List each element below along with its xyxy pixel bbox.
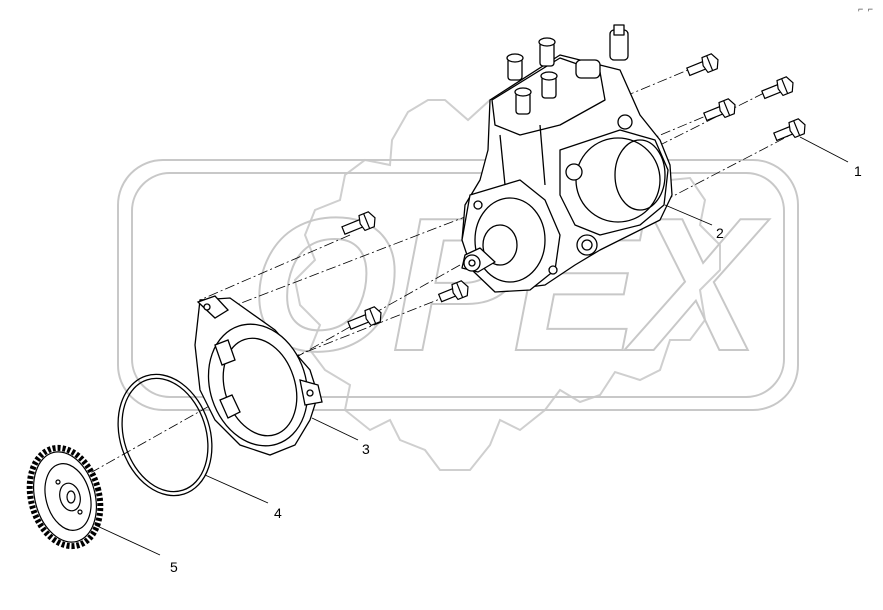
- pump-fittings: [506, 24, 629, 115]
- part-2-pump: [461, 24, 673, 293]
- bolt: [341, 211, 376, 235]
- callout-2: 2: [716, 225, 724, 241]
- callout-5: 5: [170, 559, 178, 575]
- bolt: [347, 306, 382, 330]
- part-1-bolts: [341, 53, 806, 330]
- bolt: [686, 53, 719, 77]
- bolt: [703, 98, 736, 122]
- bolt: [773, 118, 806, 142]
- part-5-gear: [26, 444, 104, 550]
- bolt: [761, 76, 794, 100]
- corner-mark: ⌐ ⌐: [858, 4, 875, 14]
- callout-4: 4: [274, 505, 282, 521]
- callout-3: 3: [362, 441, 370, 457]
- watermark-frame: [117, 159, 799, 411]
- callout-1: 1: [854, 163, 862, 179]
- leader-lines: [94, 136, 849, 556]
- part-4-o-ring: [117, 373, 213, 497]
- bolt: [437, 280, 469, 303]
- part-3-adapter-housing: [194, 295, 323, 456]
